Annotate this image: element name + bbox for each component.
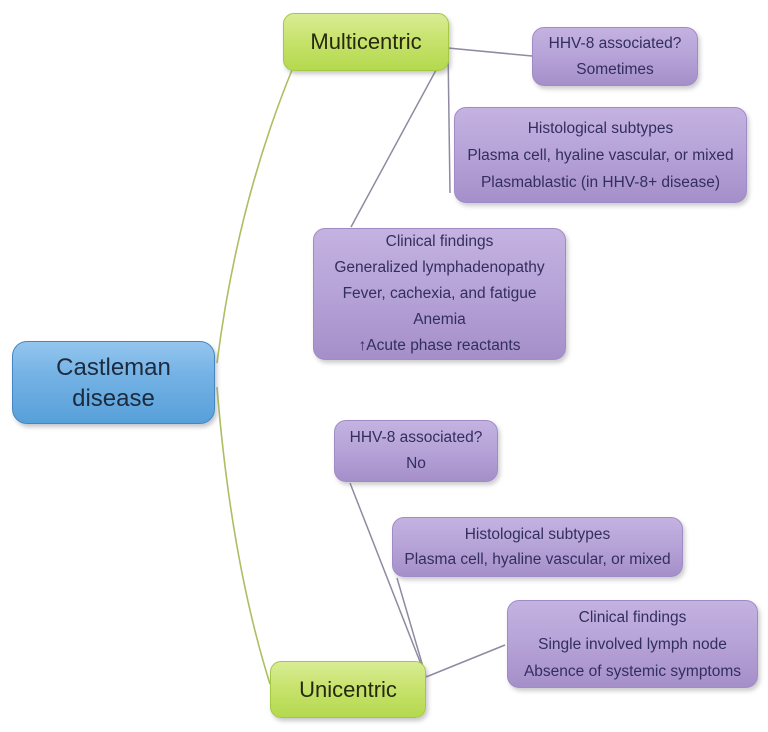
multicentric-hhv8-association-node: HHV-8 associated? Sometimes	[532, 27, 698, 86]
connector-multicentric-to-hhv8	[447, 47, 533, 57]
unicentric-histological-subtypes-node: Histological subtypes Plasma cell, hyali…	[392, 517, 683, 577]
connector-unicentric-to-clinical	[425, 644, 506, 678]
root-node-castleman-disease: Castleman disease	[12, 341, 215, 424]
connector-multicentric-to-clinical	[350, 47, 449, 228]
branch-node-multicentric: Multicentric	[283, 13, 449, 71]
unicentric-clinical-findings-node: Clinical findings Single involved lymph …	[507, 600, 758, 688]
connector-unicentric-to-hhv8	[349, 482, 427, 678]
unicentric-hhv8-association-node: HHV-8 associated? No	[334, 420, 498, 482]
connector-root-to-unicentric	[216, 386, 271, 685]
connector-multicentric-to-histology	[447, 47, 451, 194]
connector-root-to-multicentric	[216, 69, 293, 364]
connector-unicentric-to-histology	[396, 577, 427, 678]
branch-node-unicentric: Unicentric	[270, 661, 426, 718]
multicentric-clinical-findings-node: Clinical findings Generalized lymphadeno…	[313, 228, 566, 360]
multicentric-histological-subtypes-node: Histological subtypes Plasma cell, hyali…	[454, 107, 747, 203]
